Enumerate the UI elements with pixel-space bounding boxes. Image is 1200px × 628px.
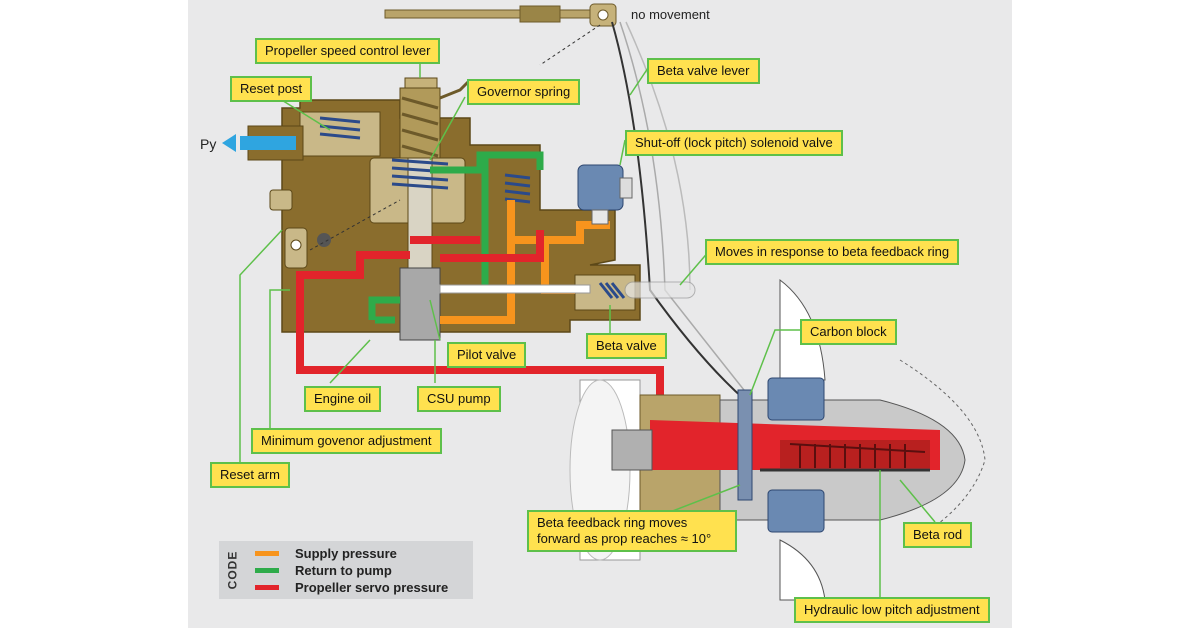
no-movement-text: no movement — [631, 7, 710, 22]
legend-swatch-return — [255, 567, 279, 573]
engine-oil-label: Engine oil — [304, 386, 382, 412]
csu-pump-label: CSU pump — [417, 386, 501, 412]
beta-valve-lever-label: Beta valve lever — [647, 58, 760, 84]
legend-item-return: Return to pump — [255, 562, 392, 578]
beta-feedback-move-label: Moves in response to beta feedback ring — [705, 239, 960, 265]
py-inlet — [222, 125, 304, 161]
legend-title: CODE — [225, 550, 240, 590]
legend-item-supply: Supply pressure — [255, 545, 397, 561]
reset-arm-label: Reset arm — [210, 462, 290, 488]
carbon-block-label: Carbon block — [800, 319, 897, 345]
legend-swatch-servo — [255, 584, 279, 590]
solenoid-valve — [577, 164, 633, 225]
beta-valve-spool — [439, 281, 696, 299]
beta-linkage-rod — [384, 3, 617, 66]
legend-item-servo: Propeller servo pressure — [255, 579, 448, 595]
legend-text-supply: Supply pressure — [295, 545, 397, 561]
propeller-assembly — [569, 278, 986, 601]
governor-spring-label: Governor spring — [467, 79, 581, 105]
min-governor-label: Minimum govenor adjustment — [251, 428, 442, 454]
legend-text-servo: Propeller servo pressure — [295, 579, 449, 595]
beta-feedback-ring-line1: Beta feedback ring moves — [537, 515, 688, 530]
hydraulic-low-pitch-label: Hydraulic low pitch adjustment — [794, 597, 990, 623]
legend-text-return: Return to pump — [295, 562, 392, 578]
legend: CODE Supply pressure Return to pump Prop… — [219, 541, 473, 599]
beta-valve-label: Beta valve — [586, 333, 667, 359]
beta-feedback-ring-label: Beta feedback ring moves forward as prop… — [527, 510, 737, 552]
py-text: Py — [200, 136, 217, 152]
governor-spring-coils — [319, 116, 626, 299]
solenoid-label: Shut-off (lock pitch) solenoid valve — [625, 130, 843, 156]
pilot-valve-label: Pilot valve — [447, 342, 527, 368]
beta-feedback-ring-line2: forward as prop reaches ≈ 10° — [537, 531, 712, 546]
reset-post-label: Reset post — [230, 76, 313, 102]
speed-lever-label: Propeller speed control lever — [255, 38, 441, 64]
legend-swatch-supply — [255, 550, 279, 556]
beta-rod-label: Beta rod — [903, 522, 973, 548]
beta-valve-lever-lines — [611, 21, 753, 401]
reset-arm-linkage — [269, 189, 401, 269]
